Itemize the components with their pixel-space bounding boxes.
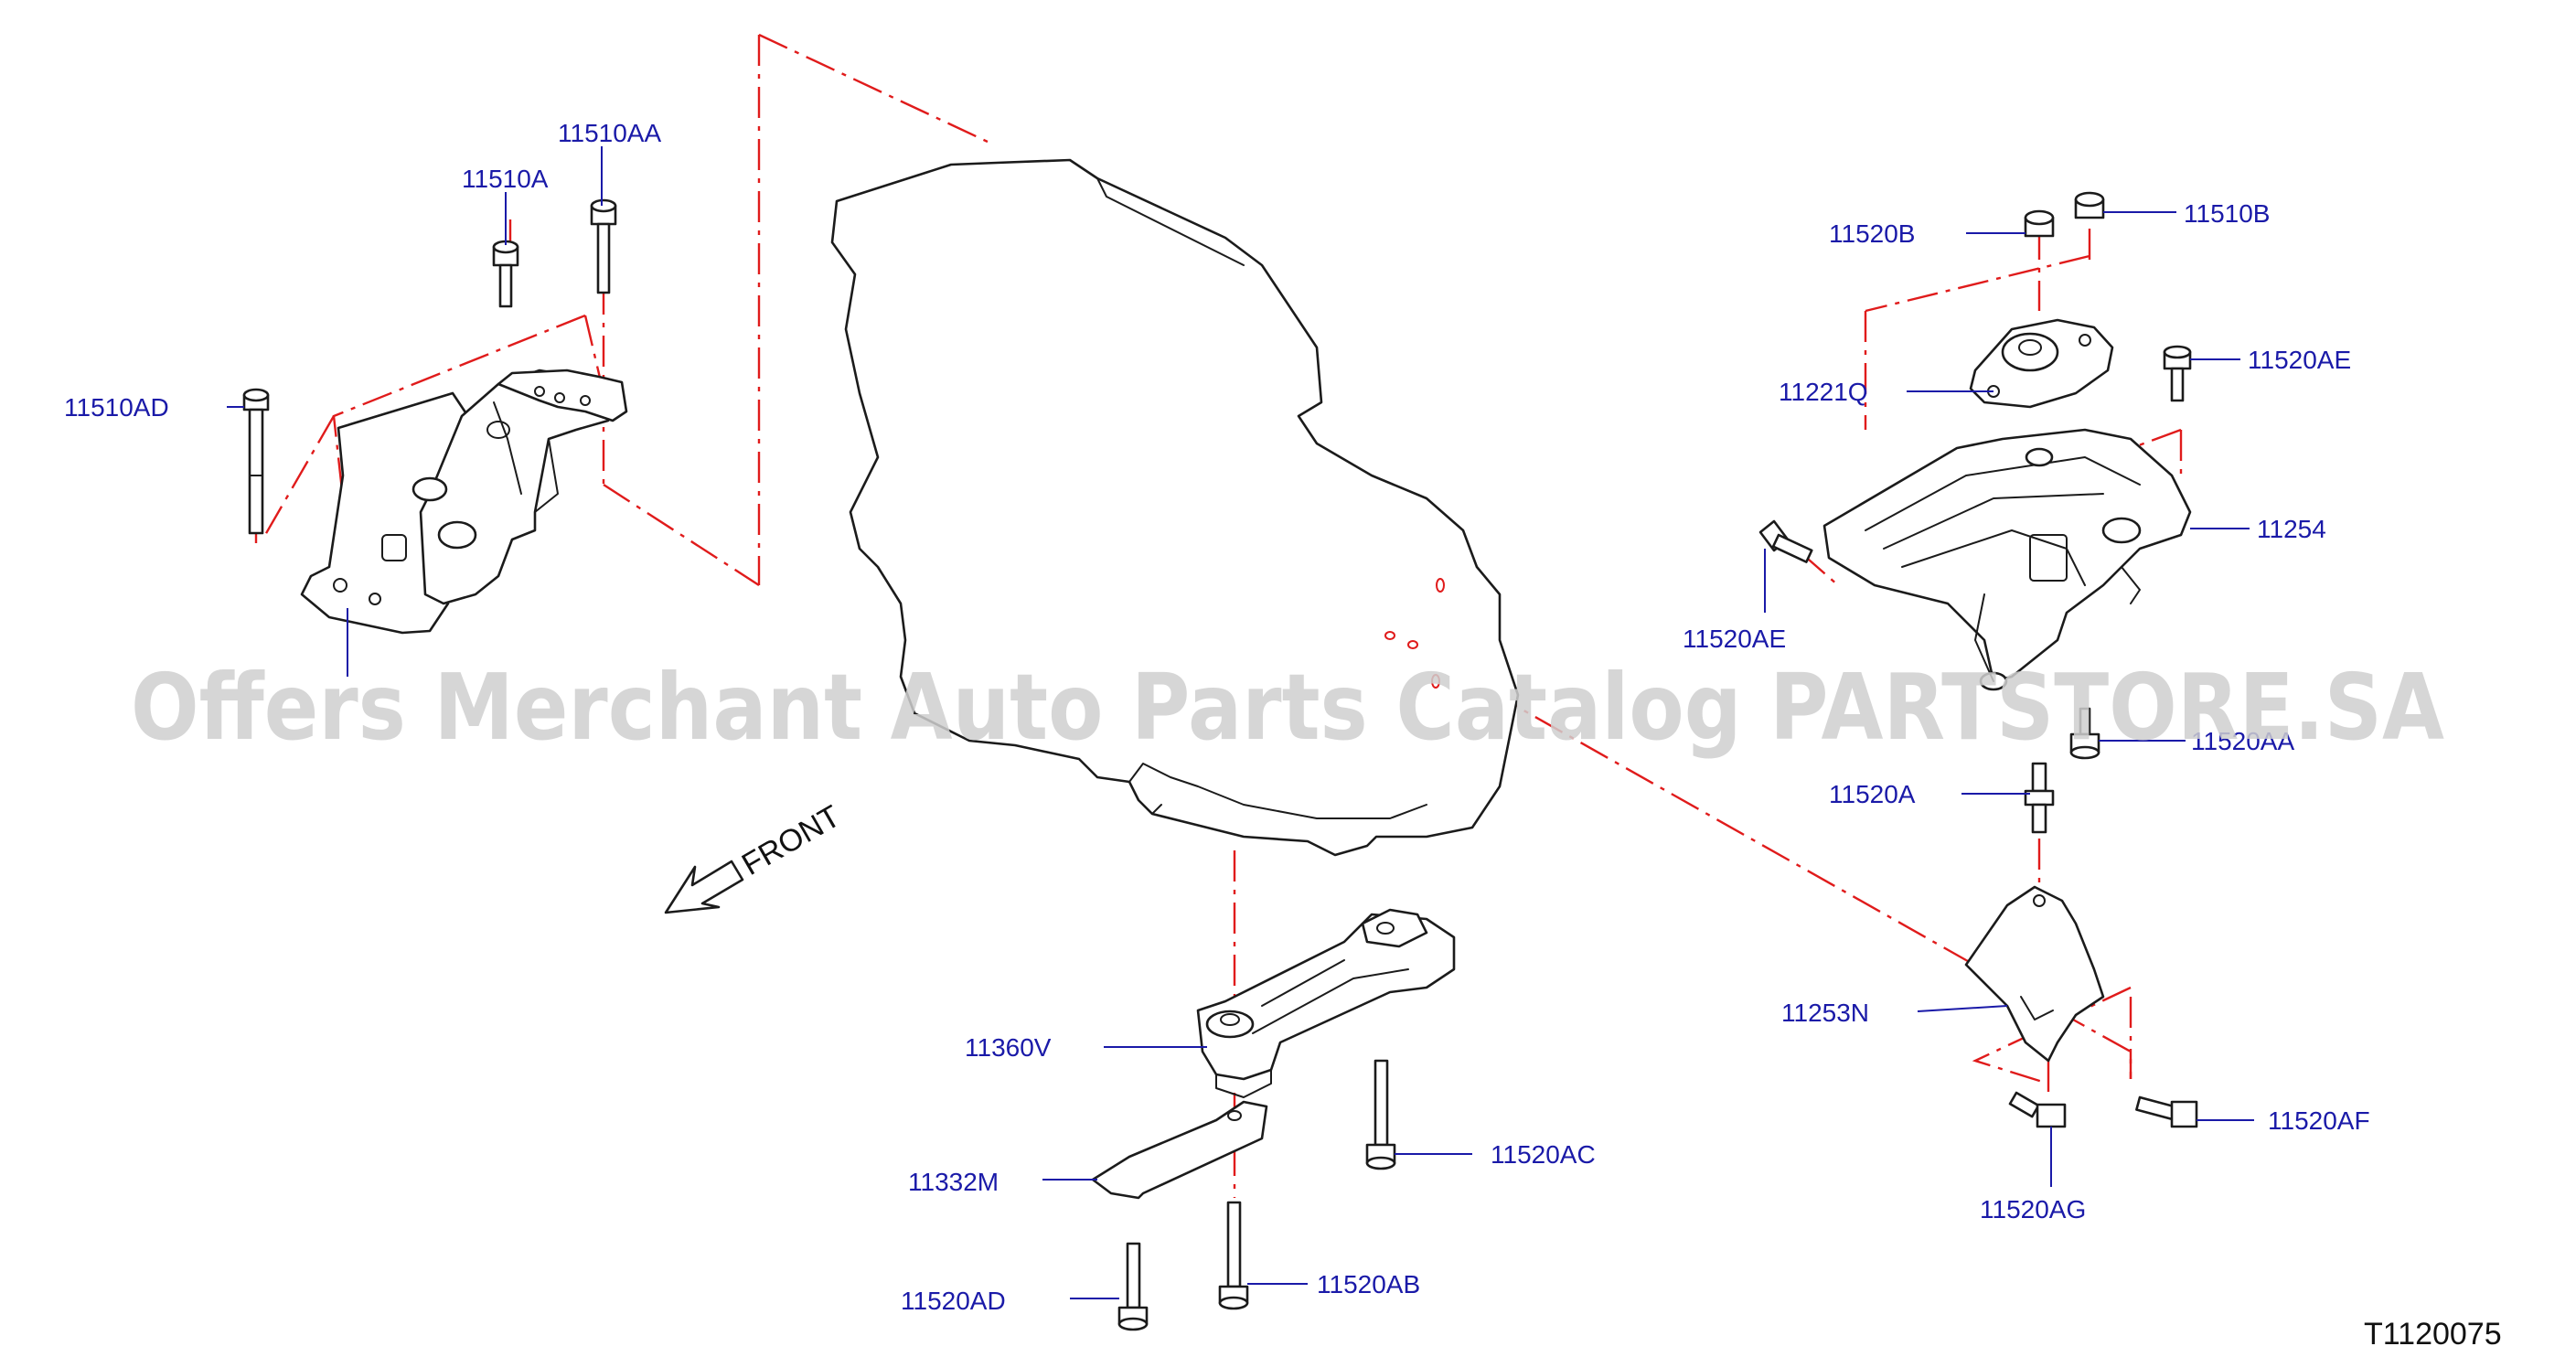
right-insulator-11221Q bbox=[1969, 318, 2114, 409]
left-engine-mount bbox=[242, 198, 628, 635]
bolt-11520AE-left bbox=[1758, 519, 1813, 563]
label-11520AF: 11520AF bbox=[2268, 1106, 2370, 1135]
bracket-11253N bbox=[1964, 885, 2105, 1063]
bolt-11510AA bbox=[590, 198, 617, 294]
bolt-11520AA bbox=[2069, 707, 2100, 760]
bolt-11520AF bbox=[2135, 1095, 2198, 1128]
label-11254: 11254 bbox=[2257, 515, 2326, 543]
bolt-11520AD bbox=[1117, 1242, 1149, 1331]
bolt-11510A bbox=[492, 240, 519, 308]
label-11221Q: 11221Q bbox=[1779, 378, 1868, 406]
label-11360V: 11360V bbox=[965, 1033, 1052, 1062]
label-11520AB: 11520AB bbox=[1317, 1270, 1420, 1298]
label-11520AD: 11520AD bbox=[901, 1287, 1006, 1315]
label-11520AA: 11520AA bbox=[2191, 727, 2294, 755]
front-label: FRONT bbox=[736, 798, 846, 882]
bolt-11520B bbox=[2024, 209, 2055, 238]
label-11510B: 11510B bbox=[2184, 199, 2270, 228]
label-11510AD: 11510AD bbox=[64, 393, 169, 422]
bolt-11510AD bbox=[242, 388, 270, 535]
engine-block bbox=[830, 158, 1520, 857]
rear-torque-rod bbox=[1196, 908, 1456, 1098]
front-arrow: FRONT bbox=[664, 798, 846, 914]
diagram-code: T1120075 bbox=[2364, 1317, 2502, 1352]
bolt-11510B bbox=[2074, 191, 2105, 219]
watermark: Offers Merchant Auto Parts Catalog PARTS… bbox=[131, 654, 2444, 761]
label-11520A: 11520A bbox=[1829, 780, 1916, 808]
label-11520AG: 11520AG bbox=[1980, 1195, 2086, 1223]
bolt-11520AE-top bbox=[2163, 345, 2192, 402]
label-11520AE-left: 11520AE bbox=[1683, 625, 1786, 653]
part-labels: 11510AA 11510A 11510AD 11520B 11510B 115… bbox=[64, 119, 2370, 1315]
label-11332M: 11332M bbox=[908, 1168, 999, 1196]
rear-bracket bbox=[1091, 1100, 1268, 1200]
label-11520AE-top: 11520AE bbox=[2248, 346, 2351, 374]
bolt-11520AC bbox=[1365, 1059, 1396, 1170]
label-11520B: 11520B bbox=[1829, 219, 1915, 248]
right-bracket-11254 bbox=[1822, 428, 2192, 691]
stud-11520A bbox=[2024, 762, 2055, 834]
label-11510AA: 11510AA bbox=[558, 119, 661, 147]
bolt-11520AG bbox=[2008, 1091, 2067, 1128]
label-11520AC: 11520AC bbox=[1491, 1140, 1596, 1169]
bolt-11520AB bbox=[1218, 1201, 1249, 1310]
label-11510A: 11510A bbox=[462, 165, 549, 193]
label-11253N: 11253N bbox=[1781, 999, 1869, 1027]
leader-lines bbox=[227, 146, 2254, 1299]
